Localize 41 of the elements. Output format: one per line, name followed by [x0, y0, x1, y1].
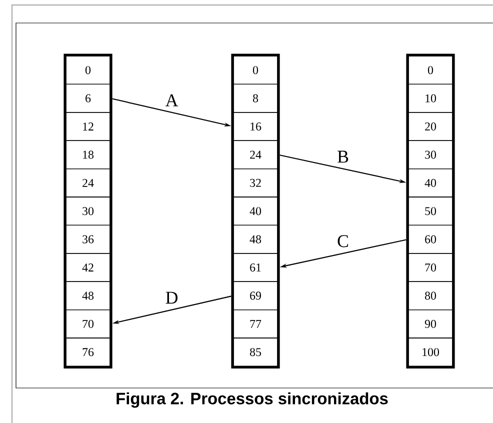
table-cell: 70: [408, 253, 453, 282]
column-box: [231, 54, 280, 368]
table-cell: 18: [66, 140, 110, 170]
edge-label: D: [166, 292, 178, 304]
table-cell: 40: [233, 196, 278, 226]
table-cell: 40: [408, 168, 453, 198]
table-cell: 70: [66, 309, 110, 338]
table-cell: 100: [408, 338, 453, 367]
table-cell: 36: [66, 224, 110, 254]
column-box: [64, 54, 112, 368]
table-cell: 80: [408, 281, 453, 310]
table-cell: 12: [66, 112, 110, 141]
column-box: [406, 54, 455, 368]
edge-label: A: [165, 94, 178, 106]
table-cell: 30: [408, 140, 453, 170]
edge-label: B: [338, 150, 348, 163]
table-cell: 0: [66, 56, 110, 85]
table-cell: 50: [408, 196, 453, 226]
table-cell: 0: [233, 56, 278, 85]
table-cell: 90: [408, 309, 453, 338]
table-cell: 76: [66, 338, 110, 367]
table-cell: 30: [66, 196, 110, 226]
table-cell: 32: [233, 168, 278, 198]
table-cell: 0: [408, 56, 453, 85]
table-cell: 24: [233, 140, 278, 170]
table-cell: 61: [233, 253, 278, 282]
table-cell: 6: [66, 84, 110, 113]
table-cell: 20: [408, 112, 453, 141]
table-cell: 69: [233, 281, 278, 310]
table-cell: 48: [66, 281, 110, 310]
table-cell: 77: [233, 309, 278, 338]
table-cell: 8: [233, 84, 278, 113]
table-cell: 24: [66, 168, 110, 198]
table-cell: 48: [233, 224, 278, 254]
edge-label: C: [338, 235, 348, 248]
table-cell: 60: [408, 224, 453, 254]
table-cell: 85: [233, 338, 278, 367]
table-cell: 42: [66, 253, 110, 282]
table-cell: 10: [408, 84, 453, 113]
caption: Figura 2. Processos sincronizados: [116, 392, 388, 408]
table-cell: 16: [233, 112, 278, 141]
